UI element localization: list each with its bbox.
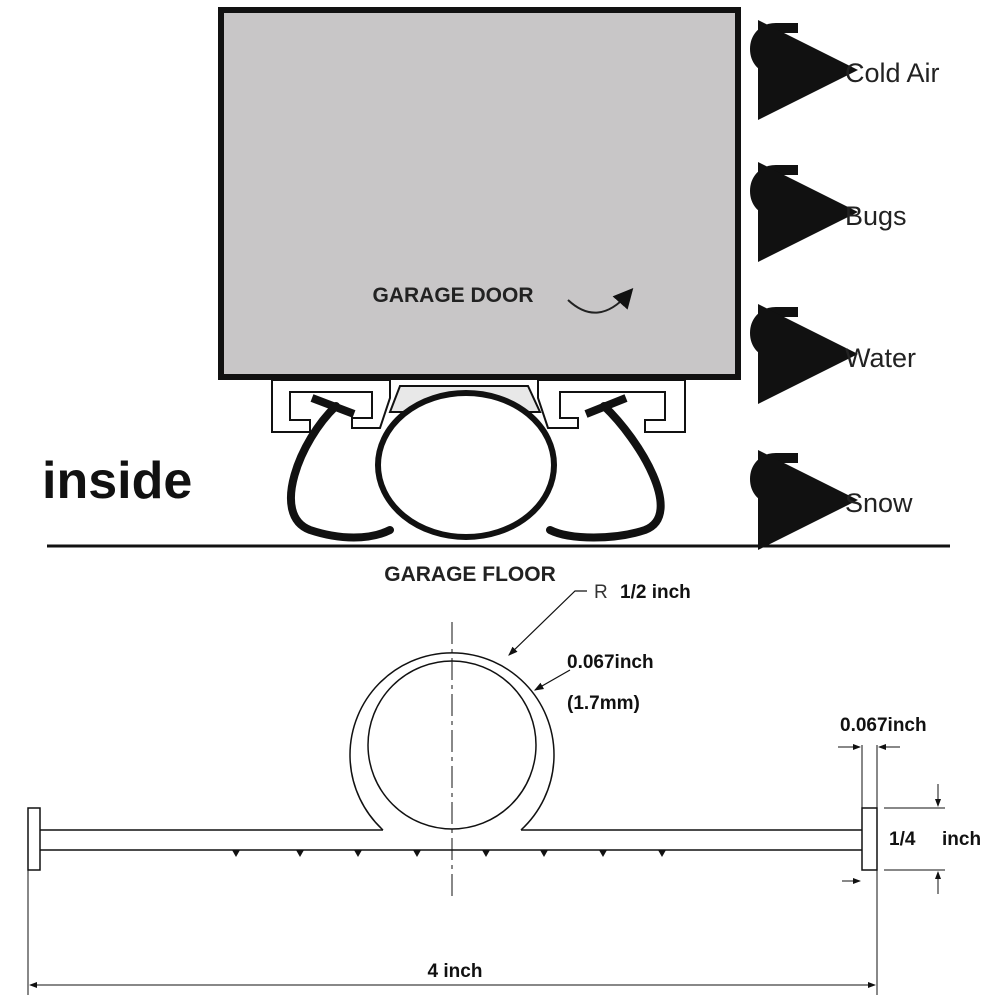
blocked-item-water: Water [750, 304, 916, 404]
blocked-item-label: Water [845, 343, 916, 373]
radius-leader [508, 590, 587, 656]
seal-right-flap [546, 402, 665, 542]
radius-value: 1/2 inch [620, 582, 691, 603]
grip-teeth [232, 850, 666, 857]
left-end-flange [27, 807, 41, 871]
blocked-item-label: Bugs [845, 201, 907, 231]
hook-arrow-icon [750, 162, 858, 262]
right-end-flange [861, 807, 878, 871]
seal-profile-drawing [27, 622, 878, 900]
width-label: 4 inch [428, 961, 483, 982]
seal-left-flap [287, 402, 394, 542]
garage-door-label: GARAGE DOOR [372, 284, 533, 307]
door-curved-arrow-icon [567, 288, 634, 314]
seal-right-tee [584, 394, 628, 418]
hook-arrow-icon [750, 450, 858, 550]
garage-floor-label: GARAGE FLOOR [384, 563, 556, 586]
blocked-item-label: Cold Air [845, 58, 940, 88]
height-value-label: 1/4 [889, 829, 916, 850]
hook-arrow-icon [750, 20, 858, 120]
seal-left-tee [310, 394, 356, 418]
flange-thickness-label: 0.067inch [840, 715, 927, 736]
radius-prefix: R [594, 582, 608, 603]
hook-arrow-icon [750, 304, 858, 404]
seal-bulb [375, 390, 557, 540]
wall-thickness-mm-label: (1.7mm) [567, 693, 640, 714]
blocked-item-label: Snow [845, 488, 913, 518]
blocked-item-cold-air: Cold Air [750, 20, 940, 120]
blocked-item-bugs: Bugs [750, 162, 907, 262]
blocked-item-snow: Snow [750, 450, 913, 550]
bulb-outer [349, 652, 555, 831]
inside-label: inside [42, 452, 192, 510]
wall-thickness-leader [533, 669, 571, 691]
bulb-inner [367, 660, 537, 830]
height-unit-label: inch [942, 829, 981, 850]
garage-door [218, 7, 741, 380]
wall-thickness-label: 0.067inch [567, 652, 654, 673]
